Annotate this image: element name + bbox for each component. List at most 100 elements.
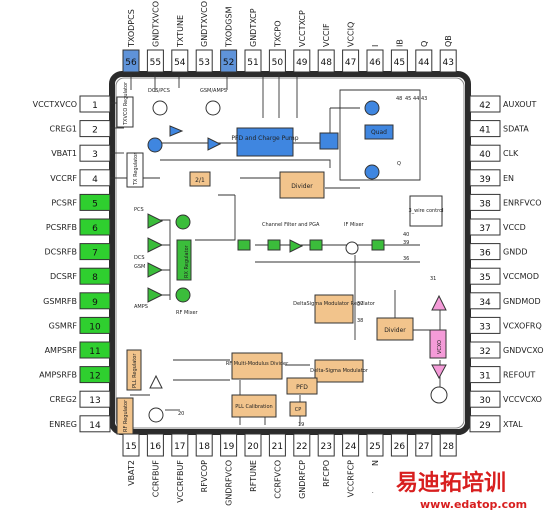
bottom-pin-box — [342, 433, 360, 457]
top-pin-box — [366, 49, 384, 73]
divider-right — [376, 317, 414, 341]
top-pin-number: 51 — [247, 58, 258, 68]
vcxo-amp-up — [431, 294, 447, 311]
top-pin-box — [439, 49, 457, 73]
left-pin-label: PCSRF — [51, 198, 77, 207]
bottom-pin-label: CCRFVCO — [273, 460, 282, 499]
left-pin-label: PCSRFB — [46, 223, 77, 232]
quad-label: Quad — [371, 129, 387, 136]
left-pin-number: 4 — [92, 175, 98, 185]
filter-4 — [371, 239, 385, 251]
bottom-pin-label: RFTUNE — [249, 460, 258, 492]
right-pin-box — [469, 144, 501, 162]
label-n39: 39 — [403, 240, 409, 246]
cp-label: CP — [295, 407, 302, 413]
right-pin-number: 30 — [479, 396, 491, 406]
bottom-pin-number: 18 — [198, 442, 210, 452]
label-rx-regulator: RX Regulator — [184, 244, 190, 278]
top-pin-label: TXODGSM — [225, 6, 234, 48]
vco-circle-2 — [205, 100, 221, 116]
bottom-pin-box — [390, 433, 408, 457]
left-pin-box — [79, 390, 111, 408]
tx-mixers — [147, 100, 380, 180]
top-pin-number: 45 — [394, 58, 405, 68]
top-pins: 56TXODPCS55GNDTXVCO54TXTUNE53GNDTXVCO52T… — [122, 1, 457, 73]
label-amps: AMPS — [134, 304, 148, 310]
top-pin-label: TXODPCS — [127, 9, 136, 48]
label-n38: 38 — [357, 318, 363, 324]
top-pin-box — [390, 49, 408, 73]
left-pin-number: 14 — [89, 421, 101, 431]
label-rf-mixer: RF Mixer — [176, 310, 199, 316]
left-pin-box — [79, 243, 111, 261]
bottom-pin-number: 23 — [320, 442, 331, 452]
top-pin-box — [171, 49, 189, 73]
pga-1 — [289, 239, 304, 253]
left-pin-box — [79, 366, 111, 384]
cp-block — [289, 401, 307, 417]
label-dcs: DCS — [134, 255, 145, 261]
right-pin-label: SDATA — [503, 125, 529, 134]
top-pin-number: 54 — [174, 58, 186, 68]
if-mixer — [345, 241, 359, 255]
bottom-pin-number: 19 — [223, 442, 235, 452]
bottom-pin-box — [244, 433, 262, 457]
pfd-label: PFD — [296, 384, 308, 391]
bottom-pin-label: VCCRFBUF — [176, 460, 185, 503]
label-n31: 31 — [430, 276, 436, 282]
top-pin-number: 55 — [150, 58, 161, 68]
right-pin-box — [469, 316, 501, 334]
right-pin-number: 37 — [479, 224, 490, 234]
right-pin-number: 32 — [479, 347, 490, 357]
left-pin-box — [79, 218, 111, 236]
label-n37: 37 — [357, 301, 363, 307]
right-pin-label: CLK — [503, 149, 519, 158]
serial-control — [409, 195, 443, 227]
pfd-charge-pump-label: PFD and Charge Pump — [231, 135, 298, 142]
right-pin-box — [469, 95, 501, 113]
rf-buffer — [149, 374, 163, 389]
mixer-circle-2 — [364, 100, 380, 116]
bottom-pin-label: RFCPO — [322, 460, 331, 487]
rf-multimodulus-divider — [231, 352, 283, 380]
left-pin-label: ENREG — [49, 420, 77, 429]
vcxo-block — [429, 329, 447, 359]
left-pin-number: 8 — [92, 273, 98, 283]
bottom-pin-box — [268, 433, 286, 457]
left-pin-label: VCCTXVCO — [33, 100, 77, 109]
left-pin-number: 10 — [89, 322, 101, 332]
rx-lo-buffer — [176, 239, 192, 281]
bottom-pin-box — [366, 433, 384, 457]
bottom-pin-number: 26 — [394, 442, 406, 452]
right-pin-number: 36 — [479, 249, 491, 259]
bottom-pin-number: 25 — [369, 442, 380, 452]
label-if-mixer: IF Mixer — [344, 222, 365, 228]
mixer-circle-1 — [147, 137, 163, 153]
bottom-pin-box — [317, 433, 335, 457]
left-pin-label: VBAT1 — [51, 149, 77, 158]
label-n36: 36 — [403, 256, 409, 262]
tx-regulator — [126, 152, 144, 188]
bottom-pin-label: CCRFBUF — [151, 460, 160, 498]
bottom-pin-box — [439, 433, 457, 457]
top-pin-label: Q — [420, 41, 429, 47]
right-pin-box — [469, 218, 501, 236]
txvco-regulator-label: TXVCO Regulator — [123, 81, 129, 126]
top-pin-box — [415, 49, 433, 73]
vcxo-amp-down — [431, 364, 447, 380]
top-pin-box — [317, 49, 335, 73]
right-pin-box — [469, 193, 501, 211]
top-pin-number: 44 — [418, 58, 430, 68]
top-pin-label: TXCPO — [273, 21, 282, 49]
right-pin-number: 39 — [479, 175, 491, 185]
left-pin-number: 7 — [92, 249, 98, 259]
rf-regulator-label: RF Regulator — [123, 399, 129, 432]
bottom-pin-number: 22 — [296, 442, 307, 452]
top-pin-label: QB — [444, 35, 453, 47]
deltasigma-modulator — [314, 359, 364, 383]
label-gsm: GSM — [134, 264, 145, 270]
top-pin-label: VCCIQ — [347, 22, 356, 47]
right-pin-box — [469, 292, 501, 310]
left-pins: 1VCCTXVCO2CREG13VBAT14VCCRF5PCSRF6PCSRFB… — [33, 95, 111, 433]
rf-mixer-1 — [175, 214, 191, 230]
